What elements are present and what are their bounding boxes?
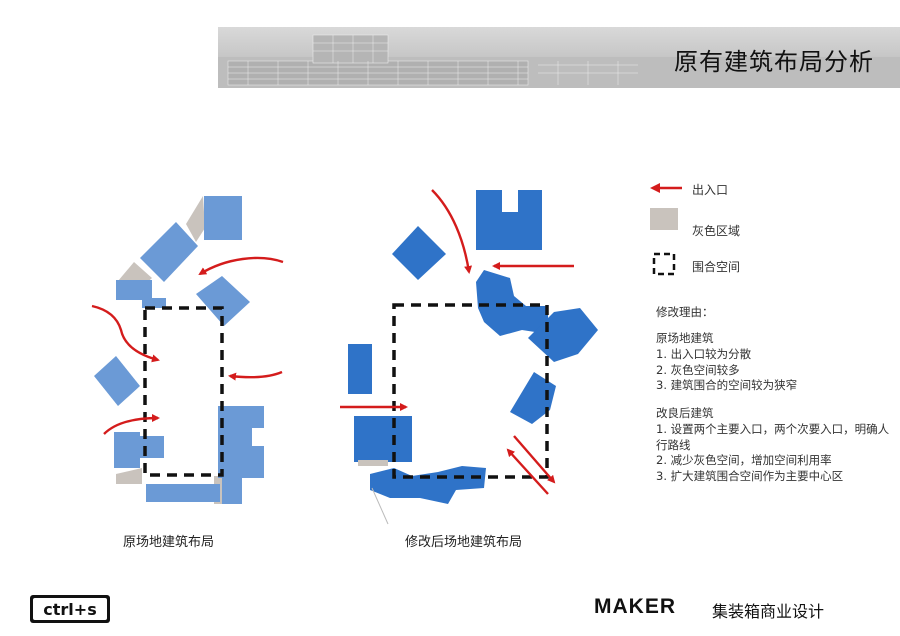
- legend-label-enclosure: 围合空间: [692, 260, 741, 274]
- page-title: 原有建筑布局分析: [674, 48, 874, 76]
- ctrl-s-logo: ctrl+s: [30, 595, 110, 623]
- improved-item: 3. 扩大建筑围合空间作为主要中心区: [656, 468, 844, 483]
- original-layout: [91, 196, 284, 504]
- caption-original: 原场地建筑布局: [123, 535, 215, 550]
- red-arrow-icon: [650, 183, 682, 193]
- brand-name: MAKER: [594, 595, 676, 618]
- legend-label-entrance: 出入口: [692, 183, 729, 197]
- original-section: 原场地建筑 1. 出入口较为分散 2. 灰色空间较多 3. 建筑围合的空间较为狭…: [656, 331, 896, 394]
- improved-title: 改良后建筑: [656, 405, 714, 420]
- original-item: 2. 灰色空间较多: [656, 362, 740, 377]
- original-entrance-arrows: [91, 256, 284, 435]
- modified-entrance-arrows: [339, 189, 574, 495]
- dashed-square-icon: [652, 252, 676, 276]
- modification-reasons: 修改理由： 原场地建筑 1. 出入口较为分散 2. 灰色空间较多 3. 建筑围合…: [656, 305, 896, 484]
- original-title: 原场地建筑: [656, 330, 714, 345]
- header-banner: 原有建筑布局分析: [218, 27, 900, 88]
- improved-item: 1. 设置两个主要入口，两个次要入口，明确人行路线: [656, 422, 890, 452]
- original-item: 3. 建筑围合的空间较为狭窄: [656, 378, 798, 392]
- project-name: 集装箱商业设计: [712, 602, 825, 621]
- svg-text:ctrl+s: ctrl+s: [43, 600, 96, 619]
- modified-layout: [339, 189, 598, 525]
- original-buildings: [94, 196, 264, 504]
- modified-buildings: [348, 190, 598, 504]
- banner-building-image: [218, 34, 900, 88]
- original-item: 1. 出入口较为分散: [656, 347, 752, 361]
- improved-section: 改良后建筑 1. 设置两个主要入口，两个次要入口，明确人行路线 2. 减少灰色空…: [656, 406, 896, 485]
- legend-label-gray-area: 灰色区域: [692, 224, 741, 238]
- gray-swatch-icon: [650, 208, 678, 230]
- improved-item: 2. 减少灰色空间，增加空间利用率: [656, 453, 832, 467]
- reasons-heading: 修改理由：: [656, 305, 714, 319]
- modified-enclosure: [392, 303, 549, 479]
- caption-modified: 修改后场地建筑布局: [405, 535, 523, 550]
- original-enclosure: [143, 306, 224, 477]
